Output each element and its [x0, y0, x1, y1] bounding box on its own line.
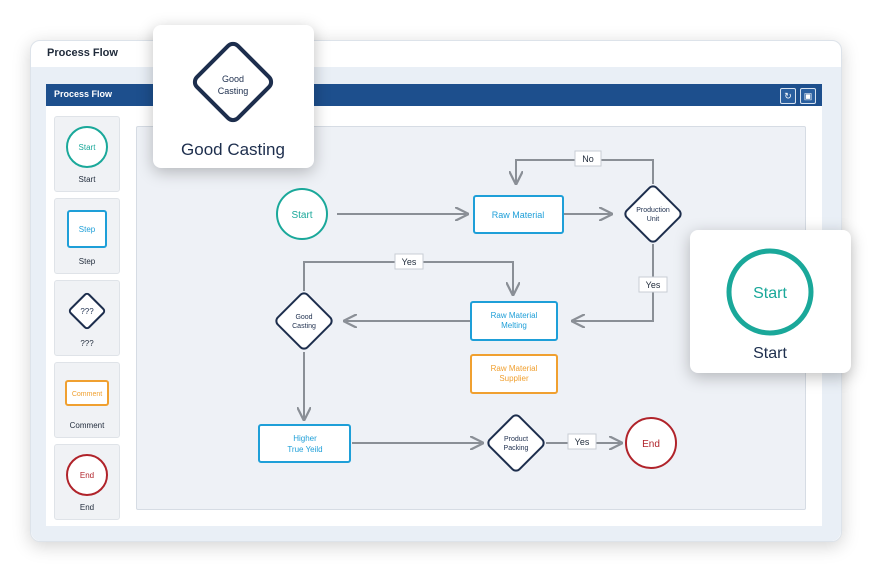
svg-text:End: End [80, 471, 94, 480]
svg-text:Product: Product [504, 436, 528, 443]
comment-shape-icon: Comment [65, 380, 109, 406]
node-good-casting[interactable]: Good Casting [274, 291, 333, 350]
svg-text:Raw Material: Raw Material [492, 210, 545, 220]
start-zoom-shape: Start Start [726, 248, 814, 362]
svg-text:Start: Start [753, 285, 787, 302]
save-icon: ▣ [803, 91, 813, 101]
node-production-unit[interactable]: Production Unit [623, 184, 682, 243]
svg-text:Casting: Casting [218, 86, 249, 96]
refresh-button[interactable]: ↻ [780, 88, 796, 104]
svg-text:Melting: Melting [501, 321, 527, 330]
palette-step[interactable]: Step Step [54, 198, 120, 274]
svg-text:True Yeild: True Yeild [287, 445, 322, 454]
edge-label-yes-packing: Yes [567, 433, 597, 450]
start-shape-icon: Start [66, 126, 108, 168]
palette-comment[interactable]: Comment Comment [54, 362, 120, 438]
connector-production-melting[interactable] [574, 244, 654, 321]
palette-start-label: Start [78, 175, 96, 184]
palette-decision[interactable]: ??? ??? [54, 280, 120, 356]
palette-end[interactable]: End End [54, 444, 120, 520]
svg-text:Comment: Comment [72, 391, 102, 398]
svg-text:Start: Start [79, 143, 97, 152]
svg-text:Yes: Yes [575, 437, 590, 447]
palette-step-label: Step [78, 257, 96, 266]
palette-comment-label: Comment [69, 421, 105, 430]
svg-text:???: ??? [80, 307, 94, 316]
good-casting-zoom-shape: Good Casting Good Casting [181, 41, 285, 159]
svg-text:Yes: Yes [646, 280, 661, 290]
decision-shape-icon: ??? [68, 292, 106, 330]
node-product-packing[interactable]: Product Packing [486, 413, 545, 472]
svg-text:Unit: Unit [647, 216, 660, 223]
svg-text:Supplier: Supplier [499, 374, 529, 383]
svg-text:Production: Production [636, 207, 670, 214]
save-button[interactable]: ▣ [800, 88, 816, 104]
svg-text:Higher: Higher [293, 434, 317, 443]
svg-text:Step: Step [79, 225, 96, 234]
svg-text:Casting: Casting [292, 323, 316, 330]
node-higher-true-yield[interactable]: Higher True Yeild [258, 424, 351, 463]
node-raw-material-melting[interactable]: Raw Material Melting [470, 301, 558, 341]
palette-decision-label: ??? [80, 339, 94, 348]
palette-start[interactable]: Start Start [54, 116, 120, 192]
node-raw-material[interactable]: Raw Material [473, 195, 564, 234]
refresh-icon: ↻ [784, 91, 792, 101]
edge-label-yes-production: Yes [638, 276, 668, 293]
end-shape-icon: End [66, 454, 108, 496]
svg-text:Yes: Yes [402, 257, 417, 267]
edge-label-yes-good-casting: Yes [394, 253, 424, 270]
toolbar-title: Process Flow [54, 89, 113, 99]
svg-text:Packing: Packing [504, 445, 529, 452]
svg-text:Good: Good [222, 74, 244, 84]
svg-text:Good: Good [295, 314, 312, 321]
edge-label-no: No [574, 150, 602, 167]
svg-text:Raw Material: Raw Material [491, 311, 538, 320]
svg-text:End: End [642, 439, 660, 450]
svg-text:Start: Start [753, 345, 787, 362]
window-title: Process Flow [47, 47, 118, 59]
palette-end-label: End [79, 503, 95, 512]
svg-text:Raw Material: Raw Material [491, 364, 538, 373]
popup-good-casting: Good Casting Good Casting [153, 25, 314, 168]
popup-start: Start Start [690, 230, 851, 373]
step-shape-icon: Step [67, 210, 107, 248]
svg-text:Start: Start [291, 210, 312, 221]
svg-text:No: No [582, 154, 594, 164]
node-end[interactable]: End [625, 417, 677, 469]
node-raw-material-supplier[interactable]: Raw Material Supplier [470, 354, 558, 394]
node-start[interactable]: Start [276, 188, 328, 240]
svg-text:Good Casting: Good Casting [181, 140, 285, 159]
